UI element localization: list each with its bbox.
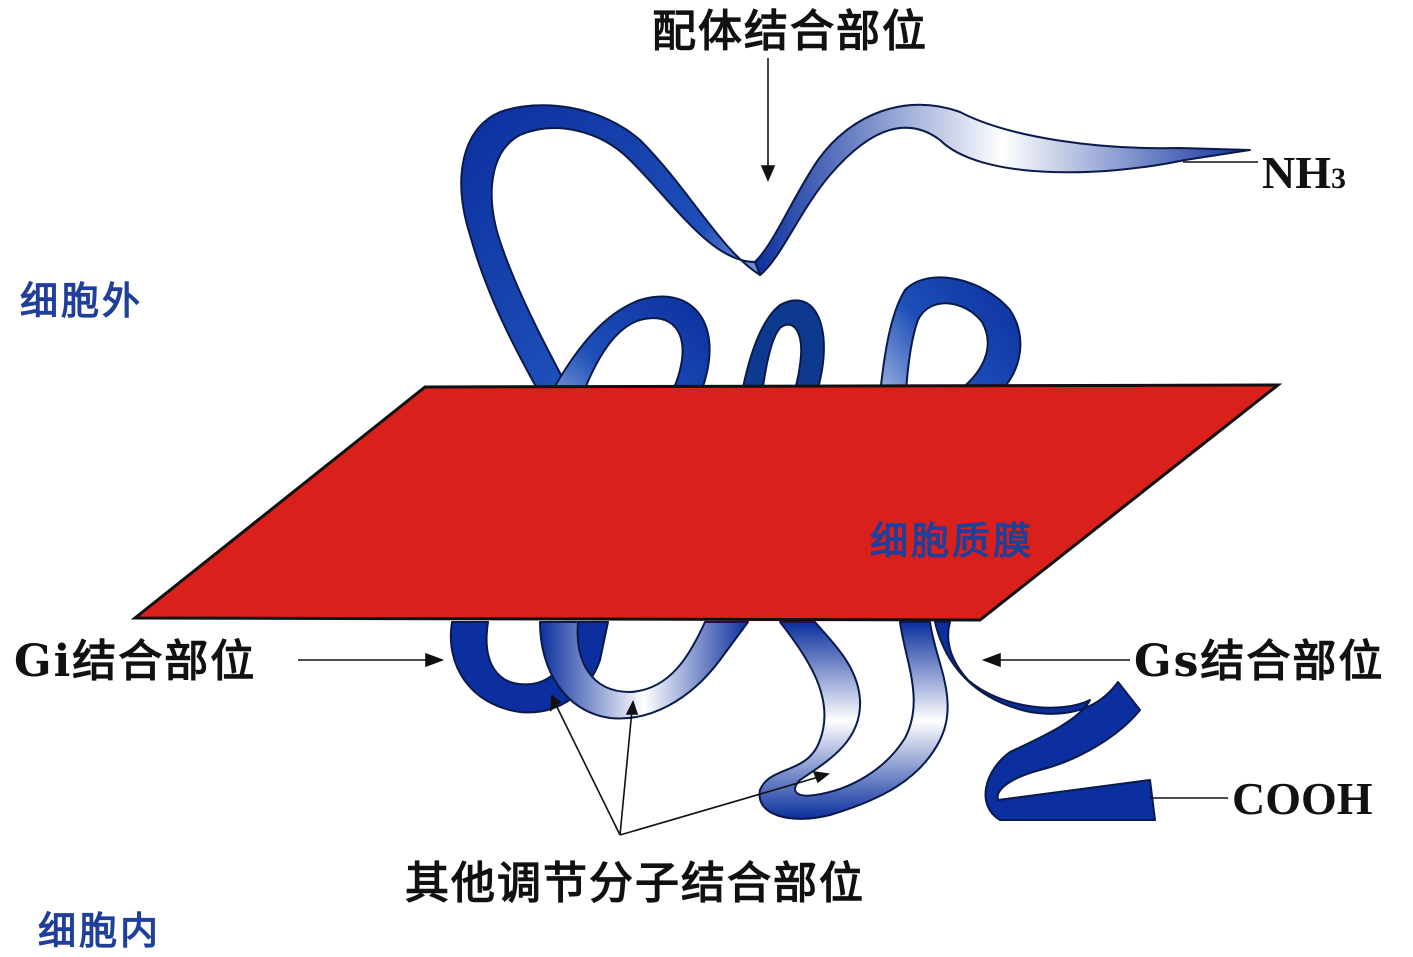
membrane-label: 细胞质膜 [870, 519, 1035, 563]
c-terminal-tail [934, 621, 1156, 821]
other-site-pointer-1 [555, 704, 621, 836]
intracellular-label: 细胞内 [38, 909, 162, 953]
ligand-binding-site-label: 配体结合部位 [652, 6, 928, 57]
other-site-arrowhead-1 [550, 694, 562, 712]
annotation-lines [298, 58, 1258, 836]
gs-binding-site-label: Gs结合部位 [1134, 636, 1385, 687]
other-site-arrowhead-2 [625, 699, 639, 715]
other-site-pointer-3 [619, 775, 823, 836]
extracellular-label: 细胞外 [20, 279, 144, 323]
other-regulator-sites-label: 其他调节分子结合部位 [405, 858, 865, 909]
cooh-label: COOH [1232, 773, 1373, 824]
gi-site-arrowhead [425, 652, 445, 668]
intracellular-ribbon [449, 621, 1156, 821]
gs-site-arrowhead [981, 652, 1001, 668]
intracellular-loop-2 [539, 621, 749, 720]
other-site-arrowhead-3 [812, 771, 830, 784]
n-terminal-strand [754, 103, 1251, 276]
plasma-membrane [130, 383, 1283, 622]
nh3-label: NH3 [1262, 150, 1346, 196]
ligand-loop [460, 104, 761, 421]
other-site-pointer-2 [619, 709, 633, 836]
ligand-site-arrowhead [760, 165, 776, 183]
nh3-subscript: 3 [1331, 162, 1346, 195]
nh3-text: NH [1262, 147, 1331, 198]
intracellular-loop-3 [758, 621, 949, 820]
gi-binding-site-label: Gi结合部位 [14, 636, 257, 687]
